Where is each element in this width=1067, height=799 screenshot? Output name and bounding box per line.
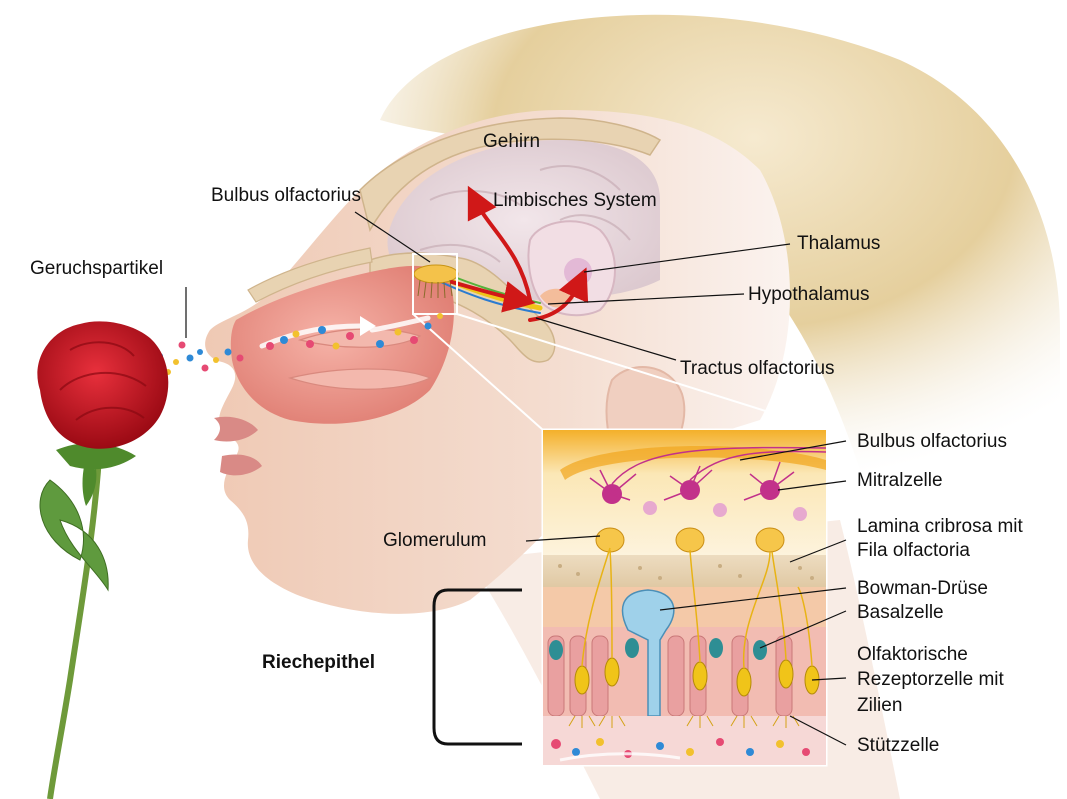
label-olfaktorische-line1: Olfaktorische: [857, 643, 968, 666]
label-mitralzelle: Mitralzelle: [857, 469, 943, 492]
detail-inset: [543, 430, 826, 765]
label-hypothalamus: Hypothalamus: [748, 283, 869, 306]
label-bulbus-olfactorius-detail: Bulbus olfactorius: [857, 430, 1007, 453]
label-geruchspartikel: Geruchspartikel: [30, 257, 163, 280]
label-basalzelle: Basalzelle: [857, 601, 944, 624]
lamina-cribrosa: [543, 555, 826, 587]
label-limbisches-system: Limbisches System: [493, 189, 657, 212]
mucus-layer: [543, 716, 826, 765]
label-bowman-druese: Bowman-Drüse: [857, 577, 988, 600]
label-gehirn: Gehirn: [483, 130, 540, 153]
label-lamina-cribrosa-line2: Fila olfactoria: [857, 539, 970, 562]
label-riechepithel: Riechepithel: [262, 651, 375, 674]
rose: [37, 321, 168, 799]
label-tractus-olfactorius: Tractus olfactorius: [680, 357, 835, 380]
label-lamina-cribrosa-line1: Lamina cribrosa mit: [857, 515, 1023, 538]
rose-bloom: [37, 321, 168, 448]
label-glomerulum: Glomerulum: [383, 529, 486, 552]
label-olfaktorische-line2: Rezeptorzelle mit: [857, 668, 1004, 691]
label-olfaktorische-line3: Zilien: [857, 694, 902, 717]
label-bulbus-olfactorius-head: Bulbus olfactorius: [211, 184, 361, 207]
label-thalamus: Thalamus: [797, 232, 880, 255]
label-stuetzzelle: Stützzelle: [857, 734, 939, 757]
